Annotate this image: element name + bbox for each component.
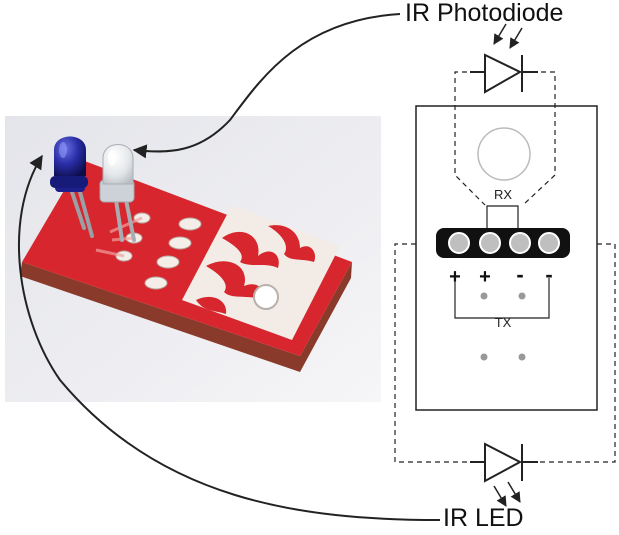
schematic-board-outline	[415, 105, 598, 411]
header-pins	[448, 232, 560, 254]
pcb-pads	[115, 212, 202, 290]
tx-label: TX	[495, 315, 512, 330]
pin-label-1: +	[449, 266, 461, 288]
ir-led-label: IR LED	[443, 504, 524, 532]
module-photo	[5, 116, 381, 402]
pcb-edge	[20, 262, 352, 372]
mounting-hole	[253, 284, 279, 310]
pin-label-4: -	[545, 262, 552, 287]
photodiode-lens-outline	[477, 127, 531, 181]
pin-label-2: +	[479, 266, 491, 288]
flame-pattern	[196, 225, 316, 314]
photodiode-dashed-wires	[454, 71, 556, 206]
rx-label: RX	[494, 187, 512, 202]
pin-label-3: -	[516, 262, 523, 287]
ir-photodiode-label: IR Photodiode	[405, 0, 564, 27]
led-symbol-icon	[470, 442, 538, 507]
tx-bracket	[454, 278, 550, 319]
grey-dots	[480, 292, 526, 361]
photodiode-callout-arrow	[132, 13, 401, 159]
pin-header	[436, 228, 570, 258]
photodiode-leads	[114, 198, 136, 242]
led-leads	[70, 190, 94, 238]
led-dashed-wires	[394, 243, 616, 463]
photodiode-symbol-icon	[470, 23, 538, 94]
schematic	[394, 23, 616, 507]
ir-led-component	[50, 136, 88, 192]
led-callout-arrow	[18, 154, 441, 521]
ir-photodiode-component	[99, 144, 135, 203]
rx-bracket	[486, 205, 519, 228]
